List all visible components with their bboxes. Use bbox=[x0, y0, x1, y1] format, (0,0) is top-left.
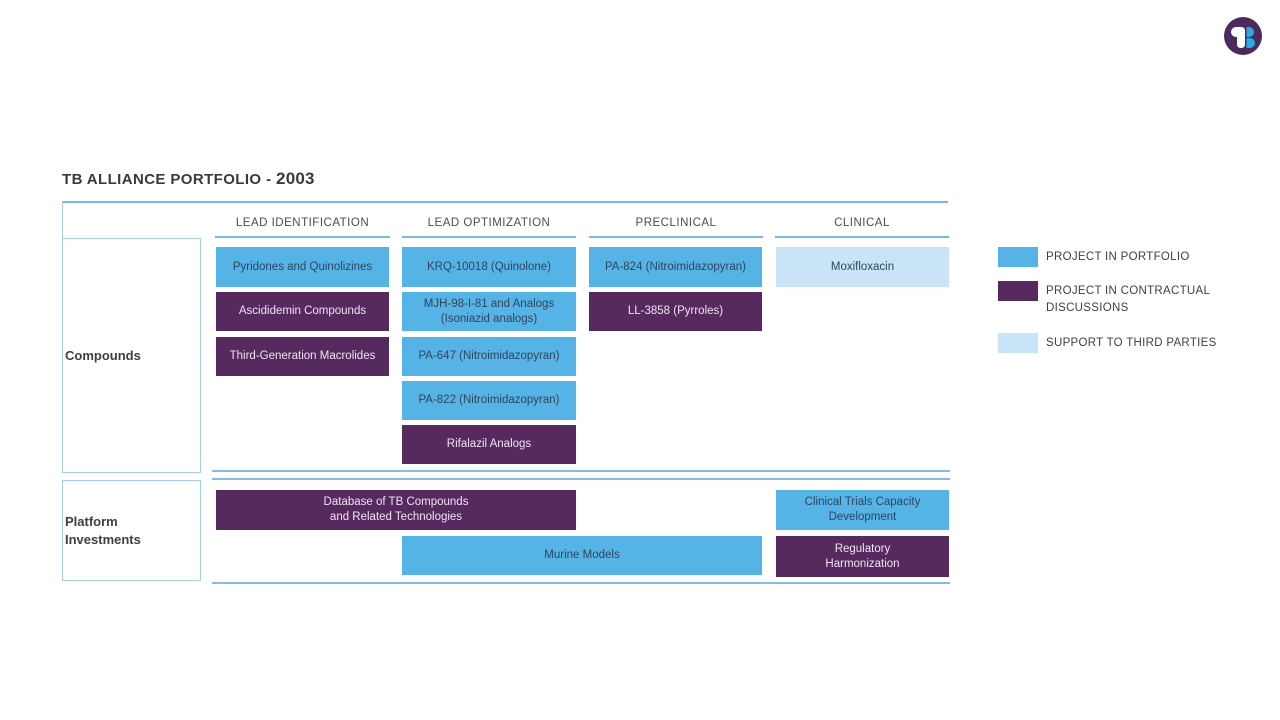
pipeline-box-regulatory-harmonization: Regulatory Harmonization bbox=[776, 536, 949, 577]
legend-swatch-portfolio bbox=[998, 247, 1038, 267]
pipeline-box-third-generation-macrolides: Third-Generation Macrolides bbox=[216, 337, 389, 376]
row-group-platform-label: Platform Investments bbox=[65, 513, 141, 547]
column-header-lead-identification: LEAD IDENTIFICATION bbox=[235, 217, 370, 229]
pipeline-box-moxifloxacin: Moxifloxacin bbox=[776, 247, 949, 287]
section-separator-line bbox=[212, 478, 950, 480]
legend-label: SUPPORT TO THIRD PARTIES bbox=[1046, 337, 1217, 349]
legend-swatch-contractual bbox=[998, 281, 1038, 301]
column-header-preclinical: PRECLINICAL bbox=[635, 217, 717, 229]
column-underline bbox=[589, 236, 763, 238]
column-underline bbox=[402, 236, 576, 238]
legend-swatch-third-parties bbox=[998, 333, 1038, 353]
pipeline-box-database-tb-compounds: Database of TB Compounds and Related Tec… bbox=[216, 490, 576, 530]
legend-label: PROJECT IN PORTFOLIO bbox=[1046, 251, 1190, 263]
legend-label: PROJECT IN CONTRACTUAL DISCUSSIONS bbox=[1046, 285, 1210, 314]
pipeline-box-ll-3858: LL-3858 (Pyrroles) bbox=[589, 292, 762, 331]
pipeline-box-murine-models: Murine Models bbox=[402, 536, 762, 575]
row-group-compounds: Compounds bbox=[62, 238, 201, 473]
pipeline-box-pa-824: PA-824 (Nitroimidazopyran) bbox=[589, 247, 762, 287]
page-title: TB ALLIANCE PORTFOLIO - 2003 bbox=[62, 169, 315, 189]
pipeline-box-pa-647: PA-647 (Nitroimidazopyran) bbox=[402, 337, 576, 376]
pipeline-box-mjh-98-i-81: MJH-98-I-81 and Analogs (Isoniazid analo… bbox=[402, 292, 576, 331]
left-connector-line bbox=[62, 201, 63, 238]
pipeline-box-pyridones-quinolizines: Pyridones and Quinolizines bbox=[216, 247, 389, 287]
pipeline-box-ascididemin-compounds: Ascididemin Compounds bbox=[216, 292, 389, 331]
column-underline bbox=[215, 236, 390, 238]
pipeline-box-clinical-trials-capacity: Clinical Trials Capacity Development bbox=[776, 490, 949, 530]
row-group-compounds-label: Compounds bbox=[65, 347, 141, 363]
section-separator-line bbox=[212, 470, 950, 472]
tb-alliance-logo-icon bbox=[1224, 17, 1262, 55]
pipeline-box-rifalazil-analogs: Rifalazil Analogs bbox=[402, 425, 576, 464]
column-underline bbox=[775, 236, 949, 238]
title-rule bbox=[62, 201, 948, 203]
column-header-lead-optimization: LEAD OPTIMIZATION bbox=[427, 217, 551, 229]
column-header-clinical: CLINICAL bbox=[834, 217, 890, 229]
pipeline-box-pa-822: PA-822 (Nitroimidazopyran) bbox=[402, 381, 576, 420]
page-title-year: 2003 bbox=[276, 169, 315, 188]
row-group-platform-investments: Platform Investments bbox=[62, 480, 201, 581]
page-title-text: TB ALLIANCE PORTFOLIO - bbox=[62, 171, 272, 188]
pipeline-box-krq-10018: KRQ-10018 (Quinolone) bbox=[402, 247, 576, 287]
tb-alliance-logo bbox=[1223, 16, 1263, 56]
bottom-separator-line bbox=[212, 582, 950, 584]
